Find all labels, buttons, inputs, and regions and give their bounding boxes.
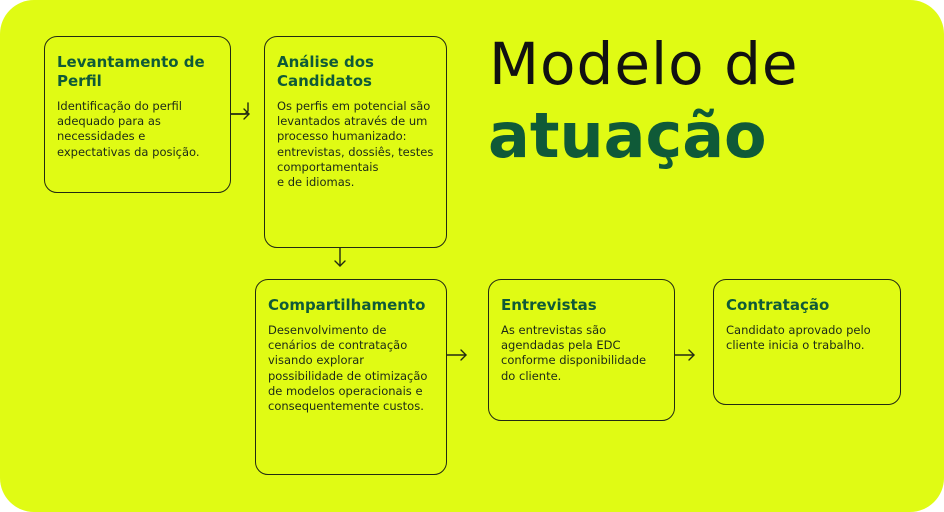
step-compartilhamento: Compartilhamento Desenvolvimento de cená… — [255, 279, 447, 475]
step-title: Entrevistas — [501, 296, 597, 314]
heading-line-2: atuação — [488, 99, 767, 172]
step-description: As entrevistas são agendadas pela EDC co… — [501, 323, 647, 383]
arrow-right-icon — [446, 349, 467, 361]
step-title: Análise dos Candidatos — [277, 53, 374, 90]
step-description: Desenvolvimento de cenários de contrataç… — [268, 323, 428, 414]
step-description: Candidato aprovado pelo cliente inicia o… — [726, 323, 871, 353]
step-contratacao: Contratação Candidato aprovado pelo clie… — [713, 279, 901, 405]
arrow-right-icon — [674, 349, 695, 361]
step-description: Identificação do perfil adequado para as… — [57, 99, 200, 159]
step-title: Levantamento de Perfil — [57, 53, 205, 90]
step-title: Contratação — [726, 296, 830, 314]
arrow-right-icon — [230, 102, 250, 120]
step-analise-dos-candidatos: Análise dos Candidatos Os perfis em pote… — [264, 36, 447, 248]
step-title: Compartilhamento — [268, 296, 426, 314]
step-entrevistas: Entrevistas As entrevistas são agendadas… — [488, 279, 675, 421]
step-levantamento-de-perfil: Levantamento de Perfil Identificação do … — [44, 36, 231, 193]
heading-line-1: Modelo de — [489, 30, 799, 98]
step-description: Os perfis em potencial são levantados at… — [277, 99, 434, 190]
arrow-down-icon — [334, 247, 346, 267]
